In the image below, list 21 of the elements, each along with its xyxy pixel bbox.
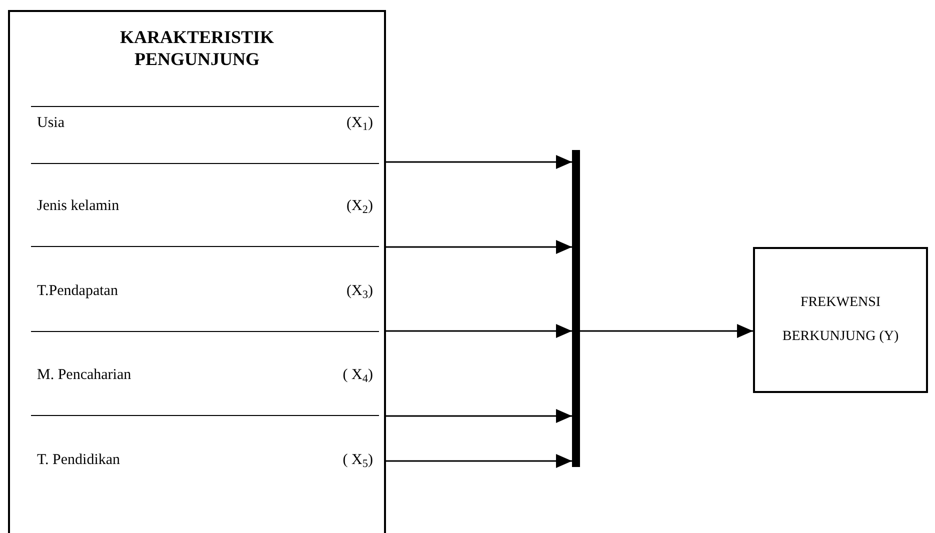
variable-label: ( X$_{4}$) bbox=[342, 366, 373, 385]
row-label: Jenis kelamin bbox=[37, 197, 120, 216]
arrow bbox=[386, 454, 572, 468]
variable-label: (X$_{2}$) bbox=[346, 197, 373, 216]
box-label: FREKWENSI BERKUNJUNG (Y) bbox=[781, 294, 900, 346]
variable-label: (X$_{3}$) bbox=[346, 282, 373, 301]
row-label: T.Pendapatan bbox=[37, 282, 118, 301]
outcome-box bbox=[753, 247, 928, 393]
variable-label: (X$_{1}$) bbox=[346, 114, 373, 133]
arrow bbox=[386, 409, 572, 423]
junction-bar bbox=[572, 150, 580, 467]
group-heading: KARAKTERISTIK PENGUNJUNG bbox=[118, 26, 276, 70]
row-label: M. Pencaharian bbox=[37, 366, 132, 385]
row-label: T. Pendidikan bbox=[37, 451, 120, 470]
arrow bbox=[386, 155, 572, 169]
arrow bbox=[386, 240, 572, 254]
row-label: Usia bbox=[37, 114, 64, 133]
variable-label: ( X$_{5}$) bbox=[342, 451, 373, 470]
arrow bbox=[580, 324, 753, 338]
group-box bbox=[8, 10, 386, 533]
arrow bbox=[386, 324, 572, 338]
